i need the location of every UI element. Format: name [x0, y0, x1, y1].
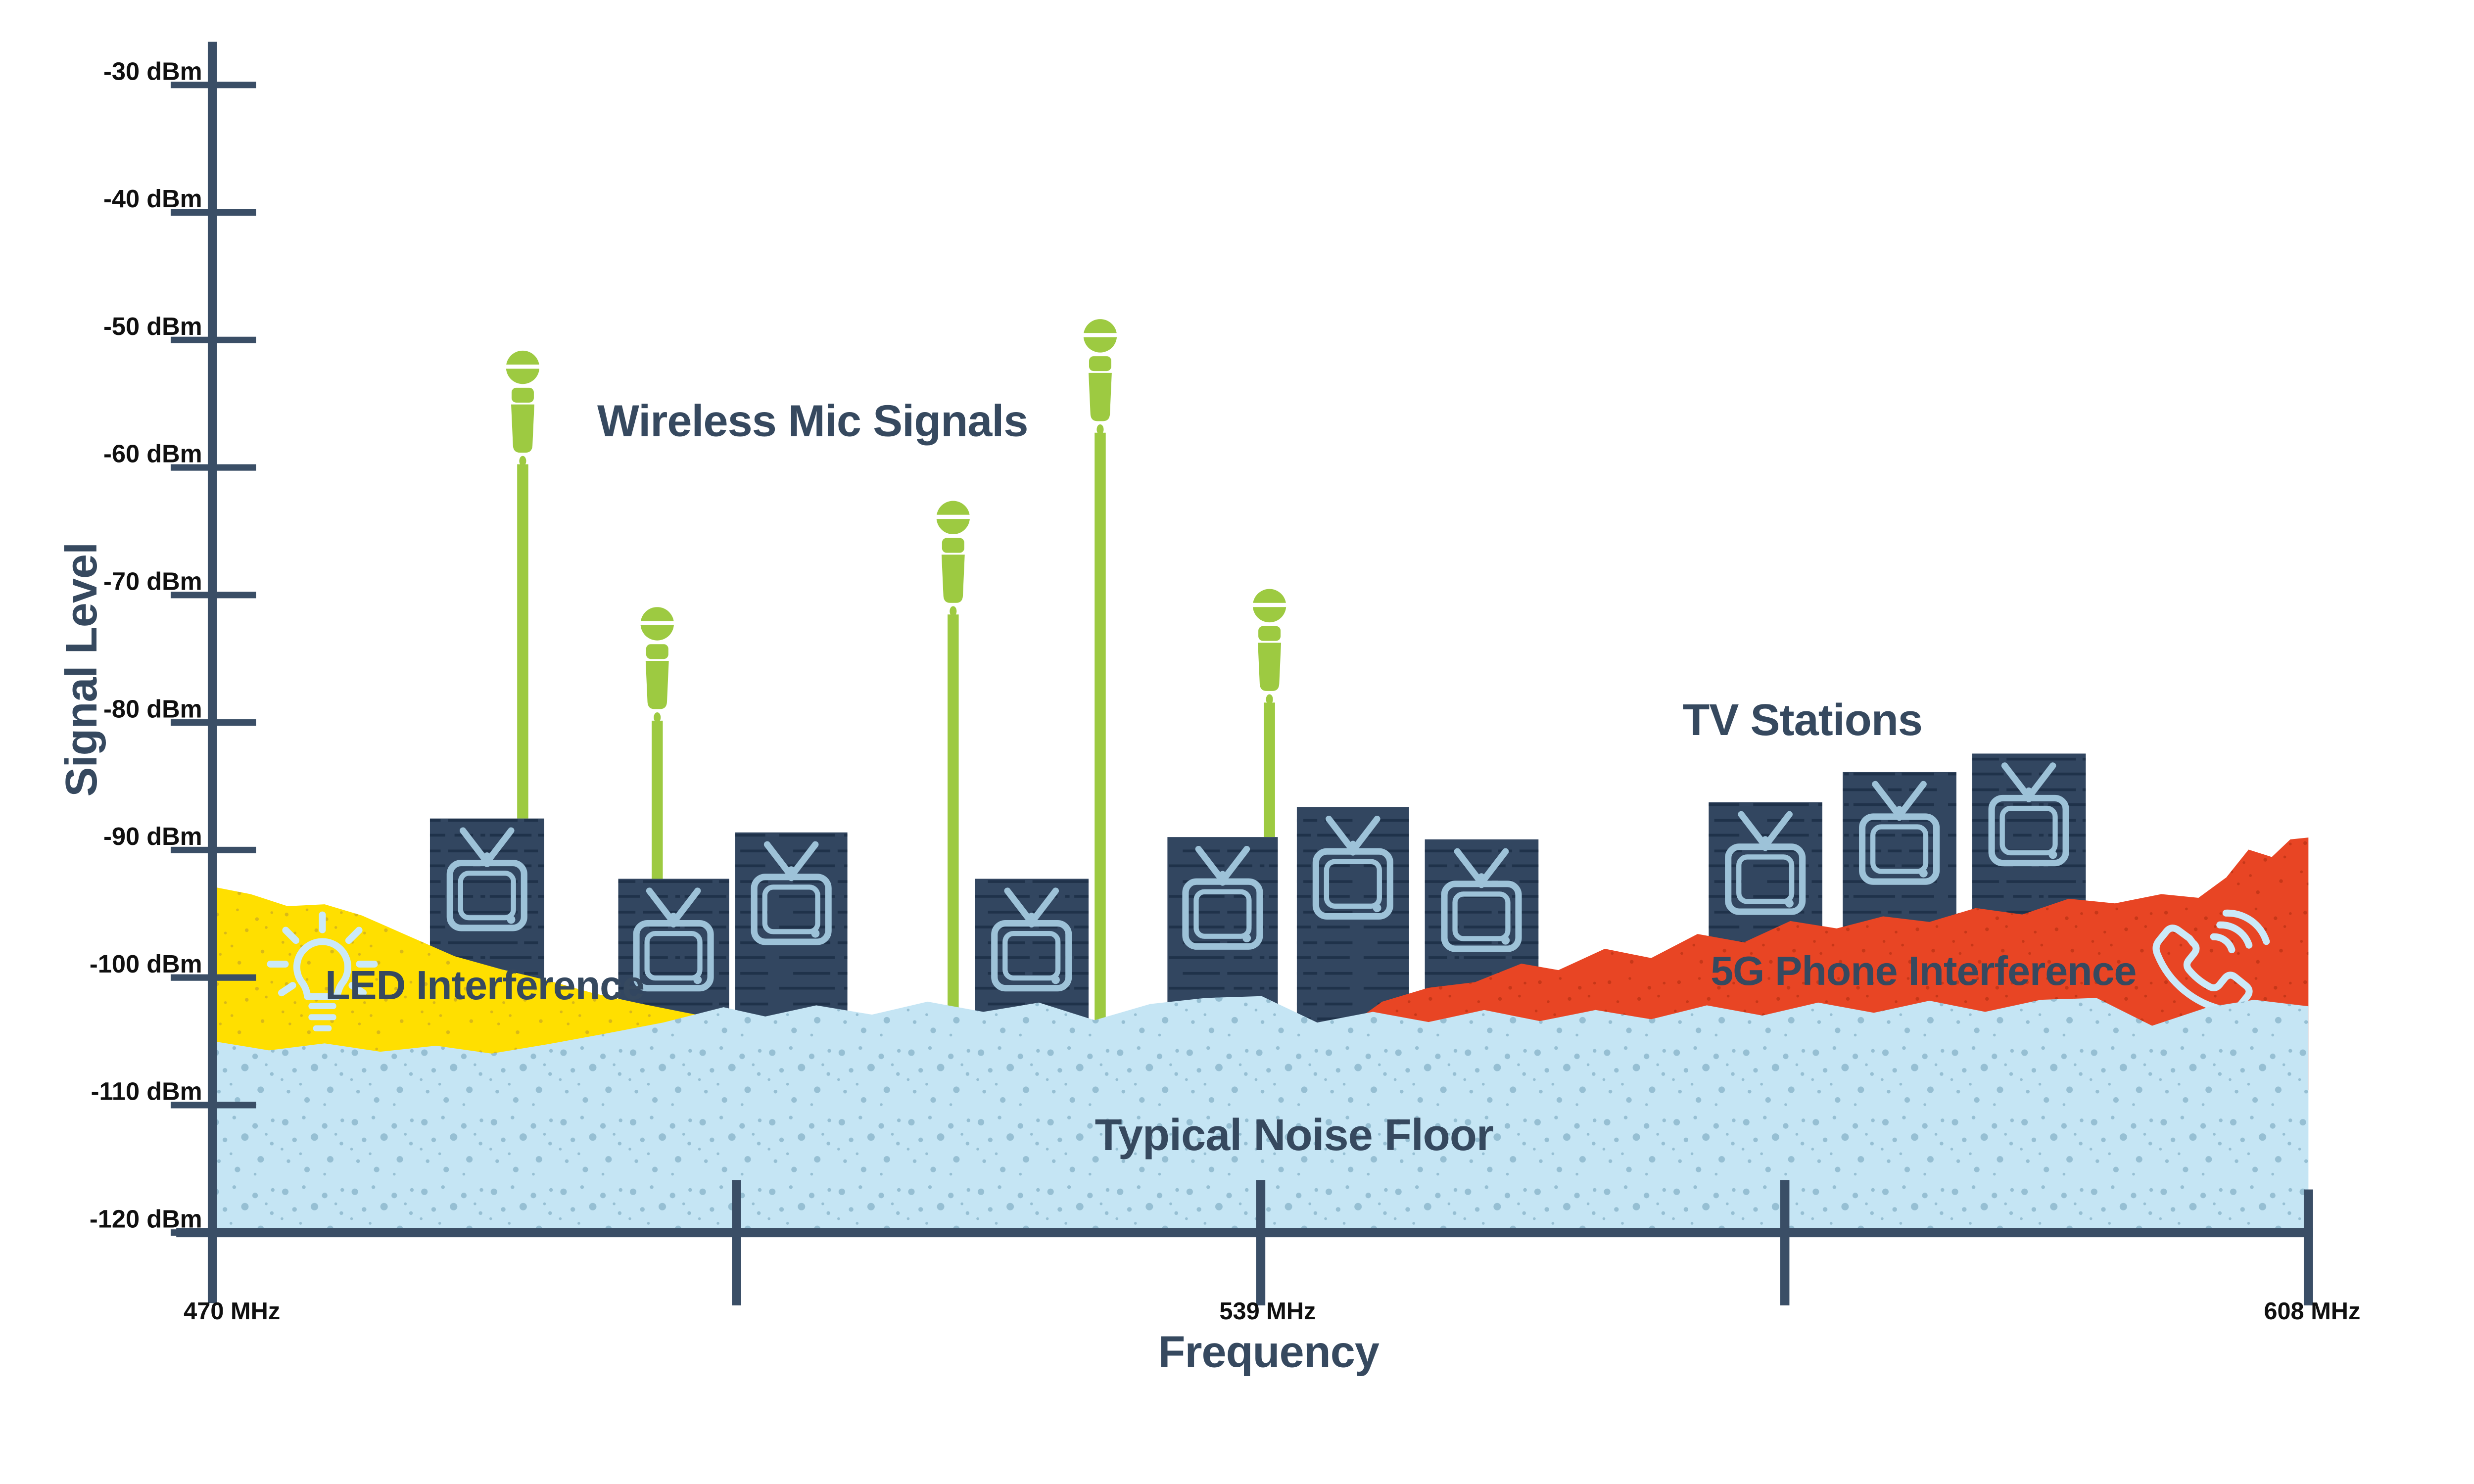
five-g-interference-label: 5G Phone Interference — [1711, 948, 2136, 994]
microphone-icon — [1081, 319, 1120, 435]
lightbulb-icon — [267, 911, 378, 1031]
microphone-icon — [637, 607, 677, 723]
led-interference-label: LED Interference — [325, 963, 644, 1008]
y-tick-label: -50 dBm — [103, 312, 202, 340]
y-tick-label: -100 dBm — [90, 950, 202, 978]
x-axis-line — [176, 1228, 2313, 1238]
microphone-icon — [503, 350, 542, 466]
y-axis-labels: -30 dBm -40 dBm -50 dBm -60 dBm -70 dBm … — [90, 57, 202, 1233]
wireless-mics-label: Wireless Mic Signals — [597, 396, 1028, 446]
x-tick-label: 470 MHz — [184, 1298, 280, 1325]
x-axis-title: Frequency — [1158, 1328, 1379, 1377]
noise-floor-area — [212, 996, 2309, 1228]
y-axis-ticks — [170, 82, 256, 1236]
rf-spectrum-chart: -30 dBm -40 dBm -50 dBm -60 dBm -70 dBm … — [57, 42, 2360, 1377]
y-tick-label: -40 dBm — [103, 185, 202, 213]
y-tick-label: -60 dBm — [103, 440, 202, 468]
x-tick-label: 539 MHz — [1219, 1298, 1316, 1325]
y-tick-label: -110 dBm — [91, 1077, 202, 1106]
phone-handset-icon — [2152, 909, 2270, 1014]
axes — [170, 42, 2313, 1305]
x-axis-labels: 470 MHz 539 MHz 608 MHz — [184, 1298, 2360, 1325]
mic-stem — [517, 432, 1275, 1020]
x-axis-ticks — [732, 1180, 2313, 1305]
wireless-mic-signals — [503, 319, 1289, 1020]
y-tick-label: -90 dBm — [103, 822, 202, 850]
y-tick-label: -80 dBm — [103, 695, 202, 723]
y-axis-title: Signal Level — [57, 543, 106, 797]
tv-stations-label: TV Stations — [1682, 696, 1922, 745]
y-tick-label: -70 dBm — [103, 567, 202, 596]
microphone-icon — [1250, 589, 1289, 705]
y-tick-label: -30 dBm — [103, 57, 202, 85]
noise-floor-label: Typical Noise Floor — [1095, 1111, 1493, 1160]
x-tick-label: 608 MHz — [2264, 1298, 2360, 1325]
y-tick-label: -120 dBm — [90, 1205, 202, 1233]
microphone-icon — [933, 501, 973, 616]
y-axis-line — [207, 42, 217, 1303]
